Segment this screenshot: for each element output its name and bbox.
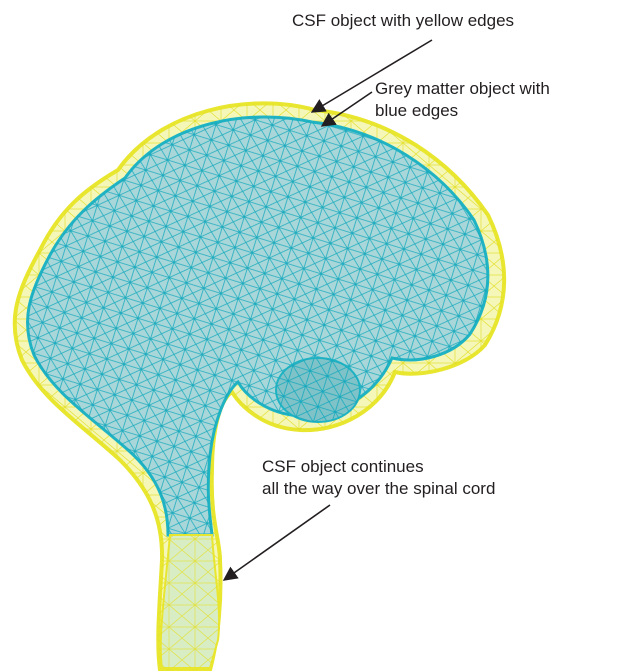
spinal-cord-label: CSF object continues all the way over th…: [262, 456, 495, 500]
spinal-cord-csf: [161, 535, 219, 668]
grey-matter-text-line1: Grey matter object with: [375, 78, 550, 100]
csf-edges-text: CSF object with yellow edges: [292, 11, 514, 30]
grey-matter-label: Grey matter object with blue edges: [375, 78, 550, 122]
spinal-cord-text-line2: all the way over the spinal cord: [262, 478, 495, 500]
grey-matter-text-line2: blue edges: [375, 100, 550, 122]
csf-edges-label: CSF object with yellow edges: [292, 10, 514, 32]
spinal-cord-text-line1: CSF object continues: [262, 456, 495, 478]
spinal-cord-arrow: [224, 505, 330, 580]
